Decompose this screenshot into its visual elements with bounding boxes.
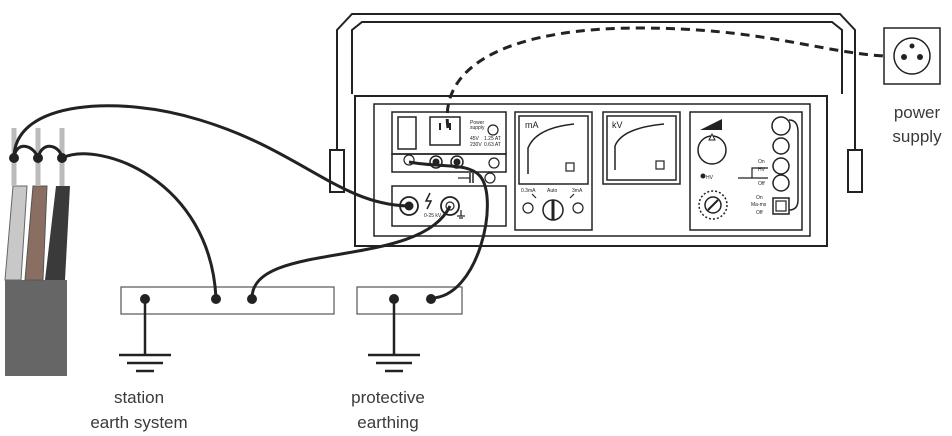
- connection-points: [9, 153, 436, 304]
- power-rating-4: 0.63 AT: [484, 142, 501, 148]
- protective-earthing-label-1: protective: [351, 388, 425, 407]
- side-label-on-2: On: [756, 195, 763, 201]
- earth-button: [772, 137, 790, 155]
- power-supply-label-2: supply: [892, 127, 942, 146]
- side-label-off-2: Off: [756, 210, 763, 216]
- side-label-on: On: [758, 159, 765, 165]
- hv-label: HV: [706, 175, 714, 181]
- hv-on-button: [772, 157, 790, 175]
- instrument-earth-lead: [250, 205, 452, 299]
- fuse-label: 0-25 kV: [424, 213, 442, 219]
- range-label-high: 3mA: [572, 188, 583, 194]
- current-meter: [514, 111, 593, 231]
- protective-earthing-label-2: earthing: [357, 413, 418, 432]
- cable-sheath: [5, 280, 67, 376]
- side-label-mains: Ma-ms: [751, 202, 767, 208]
- voltage-meter-unit: kV: [612, 120, 623, 130]
- test-leads: [12, 104, 489, 300]
- power-supply-socket: [883, 27, 941, 85]
- screen-earth-lead: [61, 152, 218, 299]
- power-rating-1: 45V: [470, 136, 480, 142]
- power-rating-2: 230V: [470, 142, 482, 148]
- protective-earth-symbol: [368, 299, 420, 373]
- timer-dial: [698, 190, 728, 220]
- power-rating-3: 1.25 AT: [484, 136, 501, 142]
- current-meter-unit: mA: [525, 120, 539, 130]
- control-section: [689, 111, 803, 231]
- side-label-hv: HV: [758, 167, 766, 173]
- voltage-meter: [602, 111, 681, 185]
- power-label-2: supply: [470, 125, 485, 131]
- instrument-handle: [329, 13, 863, 193]
- power-switch: [397, 116, 417, 150]
- power-label-1: Power: [470, 120, 485, 126]
- test-instrument: [354, 95, 828, 247]
- station-earth-symbol: [119, 299, 171, 373]
- range-label-low: 0.3mA: [521, 188, 536, 194]
- power-supply-label-1: power: [894, 103, 941, 122]
- cable-under-test: [4, 128, 70, 376]
- station-earth-bar: [120, 286, 335, 315]
- station-earth-label-1: station: [114, 388, 164, 407]
- power-cable: [445, 26, 885, 129]
- power-inlet: [429, 116, 461, 146]
- power-on-button: [771, 116, 791, 136]
- range-label-auto: Auto: [547, 188, 558, 194]
- station-earth-label-2: earth system: [90, 413, 187, 432]
- hv-lead: [12, 104, 410, 208]
- mains-switch: [772, 197, 790, 215]
- protective-earth-lead: [408, 160, 489, 300]
- hv-off-button: [772, 174, 790, 192]
- earth-output-socket: [440, 196, 460, 216]
- protective-earth-bar: [356, 286, 463, 315]
- side-label-off: Off: [758, 181, 765, 187]
